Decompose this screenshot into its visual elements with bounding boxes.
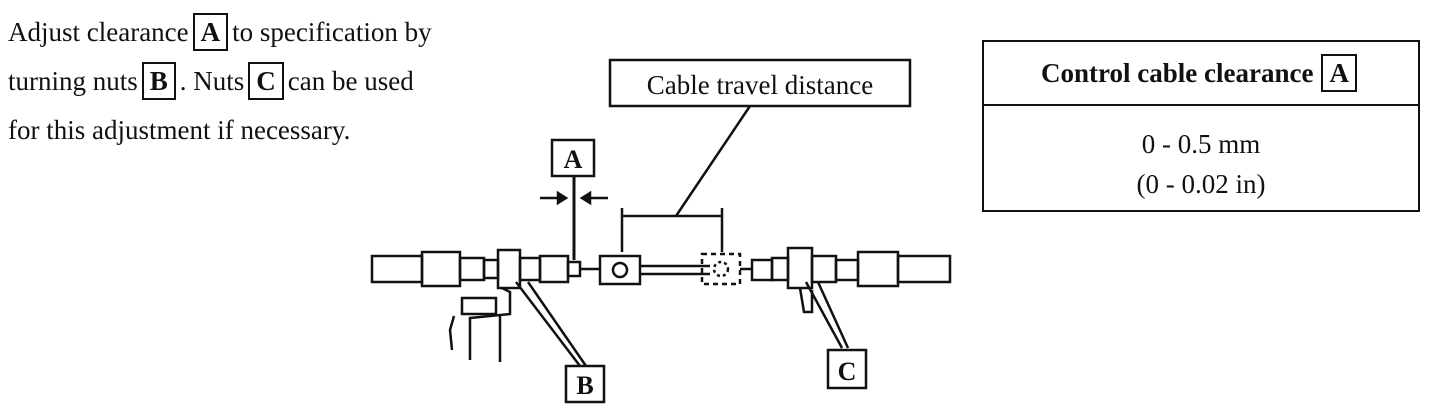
callout-b-label: B <box>576 371 593 400</box>
callout-a-label: A <box>564 145 583 174</box>
travel-leader-line <box>674 105 752 217</box>
spec-value-mm: 0 - 0.5 mm <box>1141 129 1261 159</box>
center-link-pin <box>611 261 629 279</box>
left-housing-body <box>420 250 462 288</box>
right-bracket <box>798 287 814 314</box>
spec-header-a-box: A <box>1321 54 1357 92</box>
left-adjuster <box>538 254 570 284</box>
callout-c-label: C <box>838 357 857 386</box>
callout-b-box <box>564 364 606 404</box>
left-bracket <box>468 286 512 360</box>
right-adjuster <box>750 258 774 282</box>
instruction-text-segment: Adjust clearance <box>8 17 189 47</box>
spec-header-label: Control cable clearance <box>1041 57 1314 88</box>
instruction-text-segment: to specification by <box>232 17 432 47</box>
callout-b-leader-2 <box>526 281 588 367</box>
left-nut-2 <box>518 256 542 282</box>
instruction-text-segment: turning nuts <box>8 66 138 96</box>
callout-c-box <box>826 348 868 390</box>
clearance-a-box: A <box>192 13 229 51</box>
center-link <box>598 254 642 286</box>
nuts-b-box: B <box>141 62 176 100</box>
left-cable-end <box>370 254 424 284</box>
travel-label-box <box>608 58 912 108</box>
left-bracket-wire <box>448 315 456 351</box>
callout-c-leader-2 <box>816 281 850 349</box>
nuts-c-box: C <box>248 62 284 100</box>
right-nut-c <box>786 246 814 290</box>
clearance-arrowhead-left <box>556 190 569 206</box>
left-cable-tip <box>566 260 582 278</box>
right-nut-1 <box>770 256 790 282</box>
right-housing-body <box>856 250 900 288</box>
left-housing-neck <box>458 256 486 282</box>
travel-label: Cable travel distance <box>647 70 873 100</box>
instruction-line-3: for this adjustment if necessary. <box>8 115 351 145</box>
callout-c-leader-1 <box>804 281 844 349</box>
left-nut-1 <box>482 258 500 280</box>
callout-b-leader-1 <box>515 281 581 367</box>
link-travel-position <box>700 252 742 286</box>
spec-value-in: (0 - 0.02 in) <box>1136 169 1266 199</box>
instruction-text-segment: can be used <box>287 66 414 96</box>
right-nut-2 <box>810 254 838 284</box>
instruction-text-segment: . Nuts <box>179 66 245 96</box>
clearance-arrowhead-right <box>579 190 592 206</box>
spec-table-value: 0 - 0.5 mm (0 - 0.02 in) <box>984 106 1418 204</box>
right-cable-end <box>896 254 952 284</box>
link-travel-pin <box>712 260 730 278</box>
left-bracket-nut <box>460 296 498 316</box>
right-housing-neck <box>834 258 860 282</box>
